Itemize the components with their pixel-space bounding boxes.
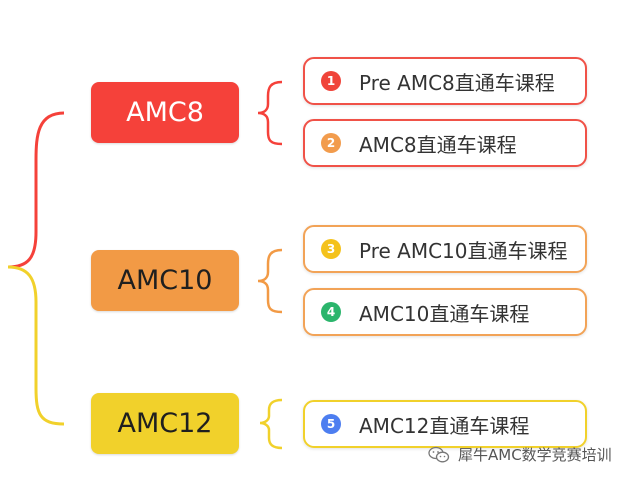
number-badge-icon: 2: [321, 133, 341, 153]
course-label: AMC8直通车课程: [359, 132, 517, 157]
course-label: AMC10直通车课程: [359, 301, 530, 326]
level-label: AMC12: [117, 408, 213, 439]
level-amc10: AMC10: [91, 250, 239, 311]
main-brace-top: [7, 111, 65, 269]
course-amc8: 2 AMC8直通车课程: [303, 119, 587, 167]
amc10-brace: [257, 248, 283, 314]
wechat-icon: [428, 446, 450, 462]
course-label: AMC12直通车课程: [359, 413, 530, 438]
watermark: 犀牛AMC数学竞赛培训: [428, 444, 612, 465]
level-label: AMC10: [117, 265, 213, 296]
watermark-text: 犀牛AMC数学竞赛培训: [458, 446, 612, 464]
number-badge-icon: 5: [321, 414, 341, 434]
course-label: Pre AMC10直通车课程: [359, 238, 568, 263]
amc8-brace: [257, 80, 283, 146]
main-brace-bottom: [7, 265, 65, 426]
level-label: AMC8: [126, 97, 204, 128]
course-label: Pre AMC8直通车课程: [359, 70, 555, 95]
course-amc10: 4 AMC10直通车课程: [303, 288, 587, 336]
level-amc12: AMC12: [91, 393, 239, 454]
course-pre-amc8: 1 Pre AMC8直通车课程: [303, 57, 587, 105]
amc12-brace: [259, 398, 283, 450]
course-pre-amc10: 3 Pre AMC10直通车课程: [303, 225, 587, 273]
number-badge-icon: 4: [321, 302, 341, 322]
course-amc12: 5 AMC12直通车课程: [303, 400, 587, 448]
level-amc8: AMC8: [91, 82, 239, 143]
number-badge-icon: 1: [321, 71, 341, 91]
number-badge-icon: 3: [321, 239, 341, 259]
